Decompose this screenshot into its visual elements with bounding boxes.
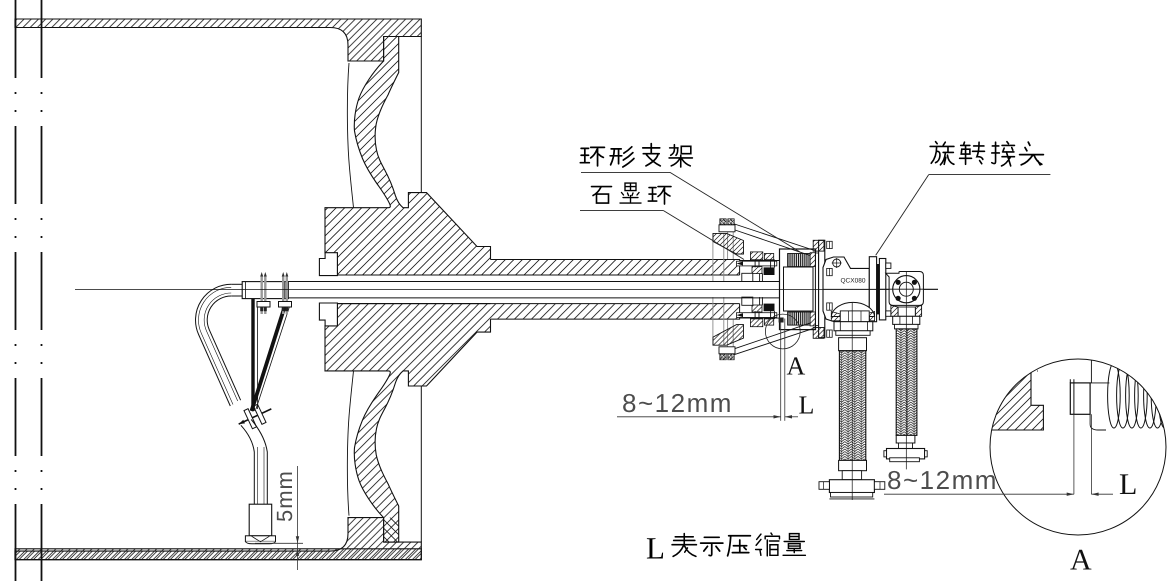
- svg-text:5mm: 5mm: [272, 470, 297, 522]
- svg-text:A: A: [787, 352, 806, 381]
- svg-text:L: L: [1119, 468, 1137, 501]
- svg-text:QCX080: QCX080: [841, 278, 866, 285]
- svg-text:8~12mm: 8~12mm: [887, 465, 998, 495]
- svg-text:L: L: [799, 391, 815, 420]
- svg-text:L: L: [646, 531, 665, 566]
- svg-text:A: A: [1070, 544, 1092, 577]
- svg-text:8~12mm: 8~12mm: [622, 388, 733, 418]
